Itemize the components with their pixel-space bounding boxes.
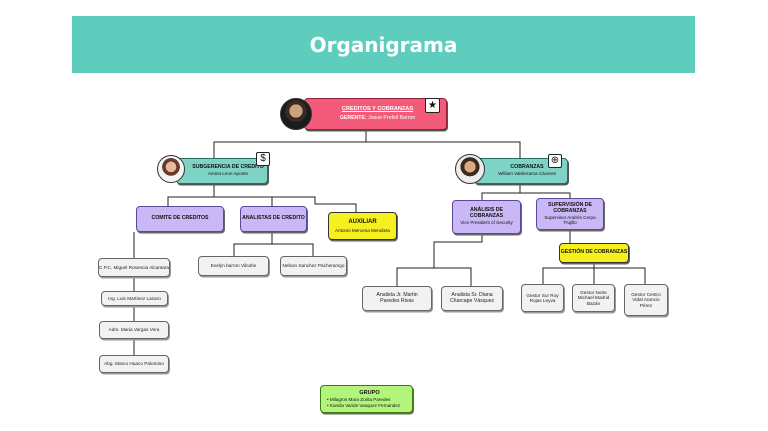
analista-member-2-name: Nelson Sanchez Pacheramgo: [282, 263, 345, 269]
star-icon: ★: [425, 98, 440, 113]
grupo-member-2: • Kamila Varide Vasquez Fernandez: [327, 402, 401, 408]
subgerencia-credito-title: SUBGERENCIA DE CREDITO: [192, 164, 264, 171]
comite-member-1: C.P.C. Miguel Rosencia Alcantara: [98, 258, 170, 277]
subgerencia-credito-avatar: [157, 155, 185, 183]
comite-member-3: Adm. Maria Vargas Vera: [99, 321, 169, 339]
gestion-member-2-name: Gestor Norte Michael Madrid Bazán: [577, 289, 610, 306]
analistas-credito-title: ANALISTAS DE CREDITO: [242, 215, 305, 222]
creditos-cobranzas-box: CREDITOS Y COBRANZAS GERENTE: Josue Pref…: [304, 98, 447, 130]
analista-member-1-name: Evelyn barron Vilcahe: [210, 263, 257, 269]
gestion-member-2: Gestor Norte Michael Madrid Bazán: [572, 284, 615, 312]
analisis-member-2-name: Analista Sr. Diana Charcape Vásquez: [449, 291, 495, 304]
comite-member-4: Abg. Marco Huaco Palomino: [99, 355, 169, 373]
grupo-member-2-name: Kamila Varide Vasquez Fernandez: [329, 402, 401, 408]
subgerencia-credito-box: SUBGERENCIA DE CREDITO Amina Leon Aponte: [176, 158, 268, 184]
dollar-icon: $: [256, 152, 270, 166]
title-banner: Organigrama: [72, 16, 695, 73]
auxiliar-title: AUXILIAR: [348, 218, 377, 225]
analistas-credito-box: ANALISTAS DE CREDITO: [240, 206, 307, 232]
supervision-cobranzas-title: SUPERVISIÓN DE COBRANZAS: [548, 201, 593, 214]
grupo-member-1-name: Milagros Mara Zurita Paredes: [329, 397, 391, 403]
grupo-title: GRUPO: [359, 390, 380, 396]
cobranzas-title: COBRANZAS: [510, 164, 544, 171]
analista-member-2: Nelson Sanchez Pacheramgo: [280, 256, 347, 276]
auxiliar-box: AUXILIAR Antonio Mercena Mendieta: [328, 212, 397, 240]
gerente-line: GERENTE: Josue Prefell Barron: [339, 114, 416, 122]
comite-creditos-title: COMITE DE CREDITOS: [151, 215, 209, 222]
comite-member-2-name: Ing. Luis Martinez Lazaro: [108, 295, 161, 301]
comite-member-2: Ing. Luis Martinez Lazaro: [101, 291, 168, 306]
comite-member-3-name: Adm. Maria Vargas Vera: [108, 327, 160, 333]
analisis-member-2: Analista Sr. Diana Charcape Vásquez: [441, 286, 503, 311]
subgerencia-credito-name: Amina Leon Aponte: [207, 171, 249, 177]
supervision-cobranzas-box: SUPERVISIÓN DE COBRANZAS Supervisor Andr…: [536, 198, 604, 230]
globe-icon: ⊕: [548, 154, 562, 168]
gestion-cobranzas-title: GESTIÓN DE COBRANZAS: [560, 249, 628, 256]
analista-member-1: Evelyn barron Vilcahe: [198, 256, 269, 276]
creditos-cobranzas-title: CREDITOS Y COBRANZAS: [341, 106, 414, 113]
auxiliar-name: Antonio Mercena Mendieta: [335, 227, 390, 233]
grupo-member-1: • Milagros Mara Zurita Paredes: [327, 397, 391, 403]
gestion-member-1-name: Gestor Sur Roy Rojas Leyva: [526, 292, 559, 303]
comite-member-1-name: C.P.C. Miguel Rosencia Alcantara: [99, 264, 170, 270]
analisis-cobranzas-box: ANÁLISIS DE COBRANZAS Vice President of …: [452, 200, 521, 234]
page-title: Organigrama: [309, 32, 458, 57]
analisis-member-1-name: Analista Jr. Martin Paredes Rivas: [376, 291, 418, 304]
cobranzas-name: William Valderrama Cáceres: [498, 171, 556, 177]
gestion-cobranzas-box: GESTIÓN DE COBRANZAS: [559, 243, 629, 263]
gerente-label: GERENTE:: [339, 114, 367, 121]
analisis-cobranzas-title: ANÁLISIS DE COBRANZAS: [469, 207, 504, 220]
gestion-member-1: Gestor Sur Roy Rojas Leyva: [521, 284, 564, 312]
analisis-cobranzas-name: Vice President of Security: [460, 220, 513, 226]
comite-member-4-name: Abg. Marco Huaco Palomino: [104, 361, 164, 367]
analisis-member-1: Analista Jr. Martin Paredes Rivas: [362, 286, 432, 311]
gestion-member-3: Gestor Centro Vidal Arancio Pérez: [624, 284, 668, 316]
grupo-box: GRUPO • Milagros Mara Zurita Paredes • K…: [320, 385, 413, 413]
cobranzas-avatar: [455, 154, 485, 184]
gerente-avatar: [280, 98, 312, 130]
gerente-name: Josue Prefell Barron: [368, 114, 416, 121]
gestion-member-3-name: Gestor Centro Vidal Arancio Pérez: [631, 291, 661, 308]
comite-creditos-box: COMITE DE CREDITOS: [136, 206, 224, 232]
supervision-cobranzas-name: Supervisor Andrés Cerpa Trujillo: [544, 214, 596, 225]
